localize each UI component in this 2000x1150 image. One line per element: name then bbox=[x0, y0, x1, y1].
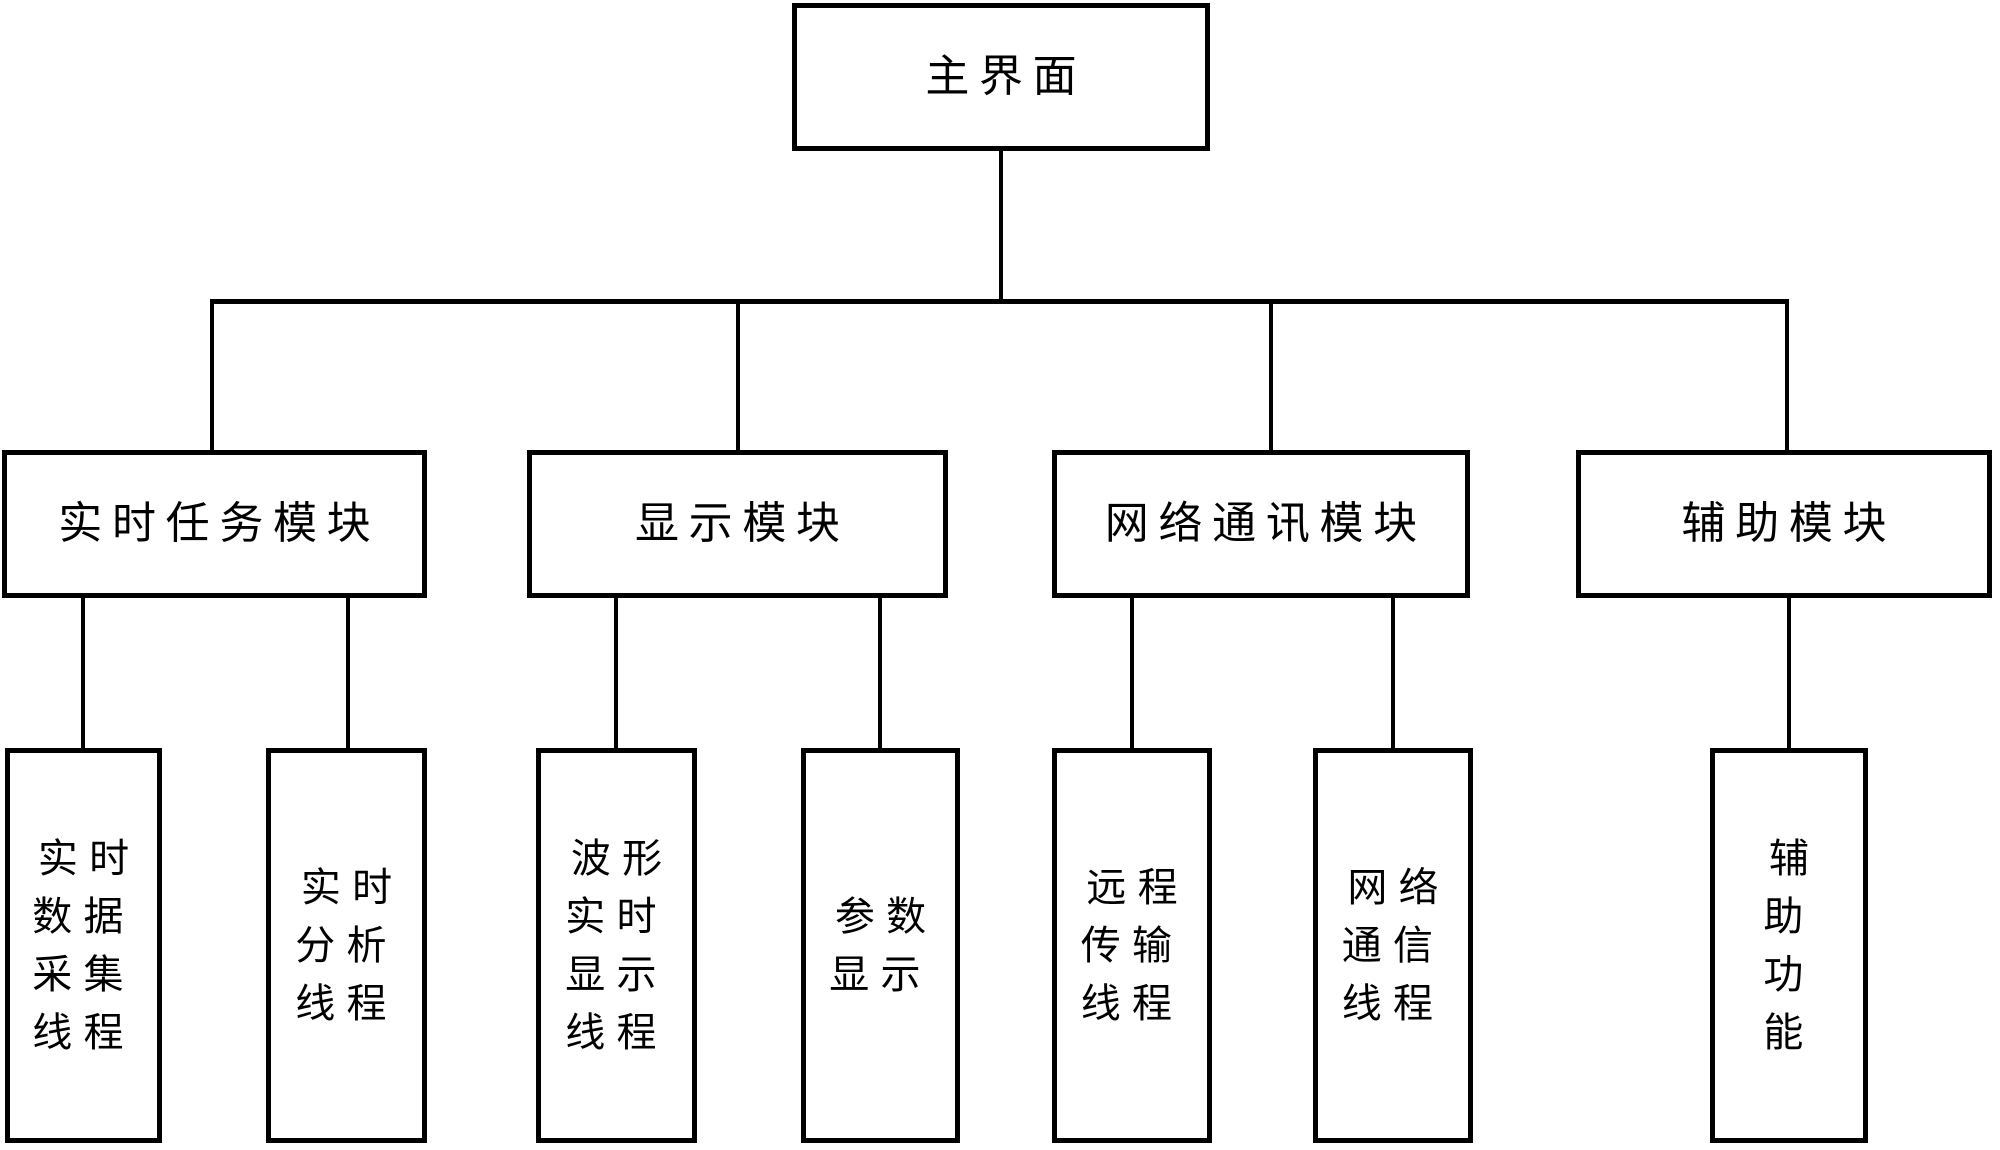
connector-to-analysis-thread bbox=[346, 595, 350, 750]
connector-to-network-communication-thread bbox=[1391, 595, 1395, 750]
node-label: 参数 显示 bbox=[829, 893, 938, 998]
node-network-communication-thread: 网络 通信 线程 bbox=[1313, 748, 1473, 1143]
connector-trunk-line bbox=[210, 299, 1789, 304]
node-label: 辅助模块 bbox=[1681, 497, 1897, 549]
connector-to-parameter-display bbox=[878, 595, 882, 750]
connector-trunk-to-display bbox=[736, 302, 740, 452]
connector-to-remote-transmission-thread bbox=[1130, 595, 1134, 750]
node-label: 主界面 bbox=[925, 50, 1087, 102]
node-network-comm-module: 网络通讯模块 bbox=[1052, 450, 1470, 598]
node-label: 网络通讯模块 bbox=[1104, 497, 1427, 549]
connector-root-drop bbox=[999, 149, 1003, 301]
node-label: 波形 实时 显示 线程 bbox=[565, 835, 674, 1056]
connector-to-data-acquisition-thread bbox=[81, 595, 85, 750]
node-label: 辅 助 功 能 bbox=[1763, 835, 1821, 1056]
connector-trunk-to-auxiliary bbox=[1785, 302, 1789, 452]
node-remote-transmission-thread: 远程 传输 线程 bbox=[1052, 748, 1212, 1143]
node-parameter-display: 参数 显示 bbox=[801, 748, 960, 1143]
node-auxiliary-function: 辅 助 功 能 bbox=[1710, 748, 1868, 1143]
connector-trunk-to-realtime-task bbox=[210, 302, 214, 452]
node-realtime-data-acquisition-thread: 实时 数据 采集 线程 bbox=[5, 748, 162, 1143]
node-realtime-analysis-thread: 实时 分析 线程 bbox=[266, 748, 427, 1143]
node-label: 显示模块 bbox=[634, 497, 850, 549]
node-label: 实时 数据 采集 线程 bbox=[32, 835, 141, 1056]
node-waveform-realtime-display-thread: 波形 实时 显示 线程 bbox=[536, 748, 697, 1143]
connector-trunk-to-network-comm bbox=[1269, 302, 1273, 452]
node-label: 实时任务模块 bbox=[58, 497, 381, 549]
node-display-module: 显示模块 bbox=[527, 450, 948, 598]
node-auxiliary-module: 辅助模块 bbox=[1576, 450, 1992, 598]
node-label: 网络 通信 线程 bbox=[1341, 864, 1450, 1027]
node-main-interface: 主界面 bbox=[792, 3, 1210, 151]
node-realtime-task-module: 实时任务模块 bbox=[2, 450, 427, 598]
connector-to-waveform-thread bbox=[614, 595, 618, 750]
node-label: 远程 传输 线程 bbox=[1080, 864, 1189, 1027]
connector-to-auxiliary-function bbox=[1787, 595, 1791, 750]
node-label: 实时 分析 线程 bbox=[295, 864, 404, 1027]
